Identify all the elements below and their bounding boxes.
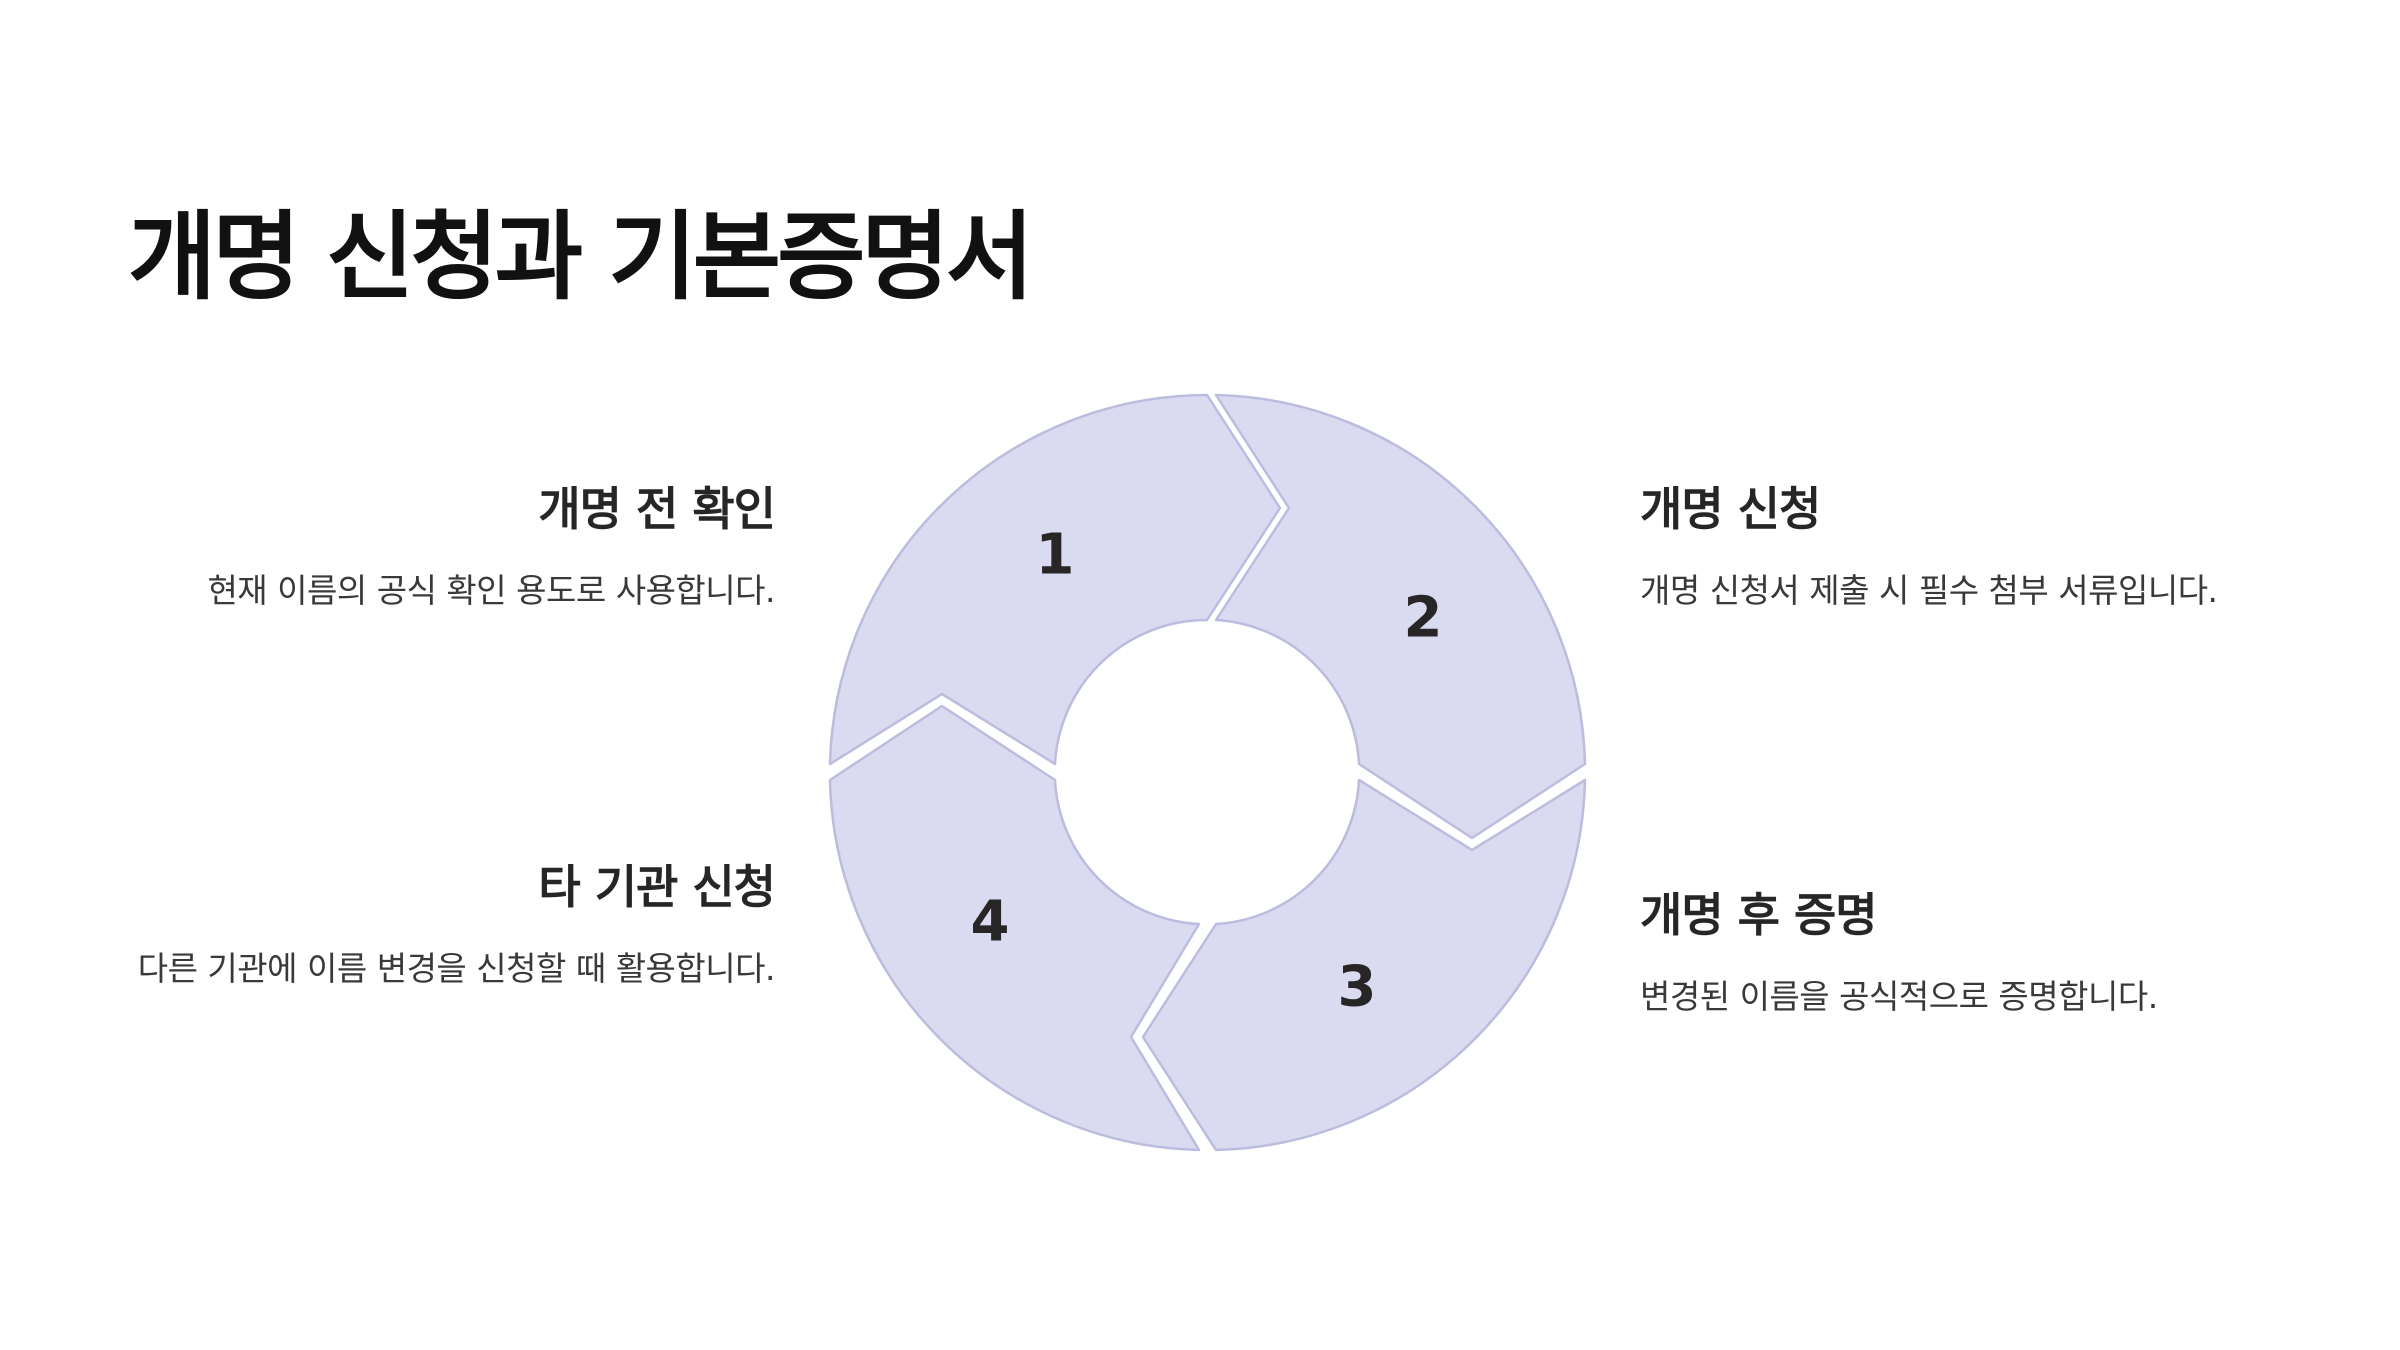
step-2-heading: 개명 신청 [1640,482,1821,536]
step-3-heading: 개명 후 증명 [1640,888,1878,942]
cycle-segment-1 [828,393,1282,766]
step-2-description: 개명 신청서 제출 시 필수 첨부 서류입니다. [1640,571,2218,611]
step-4-heading: 타 기관 신청 [538,860,776,914]
step-4-block: 타 기관 신청 다른 기관에 이름 변경을 신청할 때 활용합니다. [115,860,776,997]
segment-number-2: 2 [1404,586,1443,651]
step-1-block: 개명 전 확인 현재 이름의 공식 확인 용도로 사용합니다. [115,482,776,619]
cycle-segment-2 [1214,393,1587,840]
segment-number-4: 4 [971,890,1010,955]
step-3-description: 변경된 이름을 공식적으로 증명합니다. [1640,977,2158,1017]
step-2-block: 개명 신청 개명 신청서 제출 시 필수 첨부 서류입니다. [1640,482,2340,619]
segment-number-3: 3 [1338,955,1377,1020]
slide-title: 개명 신청과 기본증명서 [128,201,1034,313]
segment-number-1: 1 [1036,523,1075,588]
step-4-description: 다른 기관에 이름 변경을 신청할 때 활용합니다. [137,949,776,989]
cycle-segment-3 [1141,778,1587,1152]
step-3-block: 개명 후 증명 변경된 이름을 공식적으로 증명합니다. [1640,888,2340,1025]
step-1-heading: 개명 전 확인 [538,482,776,536]
step-1-description: 현재 이름의 공식 확인 용도로 사용합니다. [207,571,775,611]
cycle-segment-4 [828,704,1201,1152]
